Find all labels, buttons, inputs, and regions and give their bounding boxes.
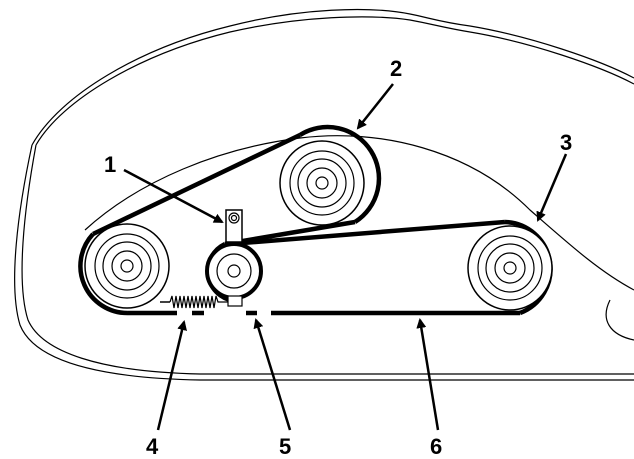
callout-3: 3 xyxy=(560,130,572,155)
spring-icon xyxy=(160,295,228,309)
deck-housing xyxy=(14,8,634,381)
leader-lines xyxy=(123,83,568,431)
top-pulley-icon xyxy=(279,140,365,226)
idler-bracket-icon xyxy=(225,209,243,307)
callout-5: 5 xyxy=(279,434,291,459)
leader-3 xyxy=(536,153,568,222)
idler-pulley-icon xyxy=(205,242,263,300)
leader-6 xyxy=(416,318,440,431)
leader-2 xyxy=(356,83,394,130)
callout-1: 1 xyxy=(104,152,116,177)
leader-1 xyxy=(123,168,224,224)
leader-5 xyxy=(253,318,292,431)
left-pulley-icon xyxy=(84,223,170,309)
callout-2: 2 xyxy=(390,56,402,81)
drive-belt xyxy=(78,124,553,316)
leader-4 xyxy=(156,320,187,431)
right-pulley-icon xyxy=(467,225,553,311)
callout-4: 4 xyxy=(146,434,159,459)
callout-6: 6 xyxy=(430,434,442,459)
